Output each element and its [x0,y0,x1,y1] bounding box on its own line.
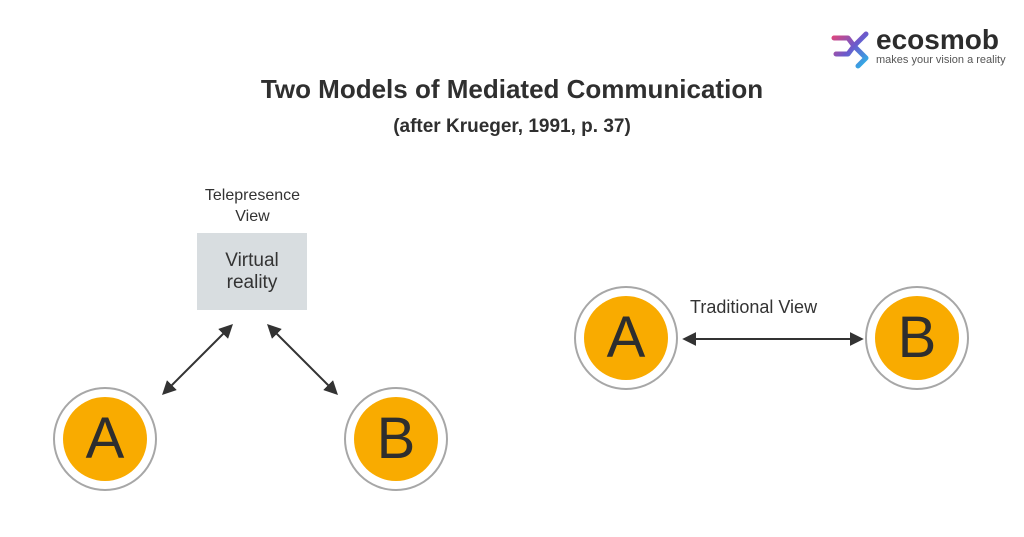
traditional-node-b: B [865,286,969,390]
virtual-reality-box: Virtual reality [197,233,307,310]
virtual-reality-line1: Virtual [225,249,279,271]
logo-name: ecosmob [876,24,999,55]
telepresence-label-line2: View [235,208,270,225]
page-subtitle: (after Krueger, 1991, p. 37) [393,116,631,137]
node-letter-a: A [85,406,125,471]
logo-mark-icon [831,31,869,69]
node-letter-b: B [897,305,937,370]
logo-tagline: makes your vision a reality [876,54,1006,66]
telepresence-label: Telepresence View [180,185,325,227]
ecosmob-logo: ecosmob makes your vision a reality [828,24,1008,70]
arrow-vr-to-a [162,324,233,395]
page-title: Two Models of Mediated Communication [260,74,764,104]
traditional-node-a: A [574,286,678,390]
telepresence-node-b: B [344,387,448,491]
virtual-reality-line2: reality [226,271,278,293]
telepresence-label-line1: Telepresence [204,187,301,204]
node-letter-a: A [606,305,646,370]
node-letter-b: B [376,406,416,471]
arrow-vr-to-b [267,324,338,395]
telepresence-node-a: A [53,387,157,491]
traditional-label: Traditional View [690,297,818,317]
